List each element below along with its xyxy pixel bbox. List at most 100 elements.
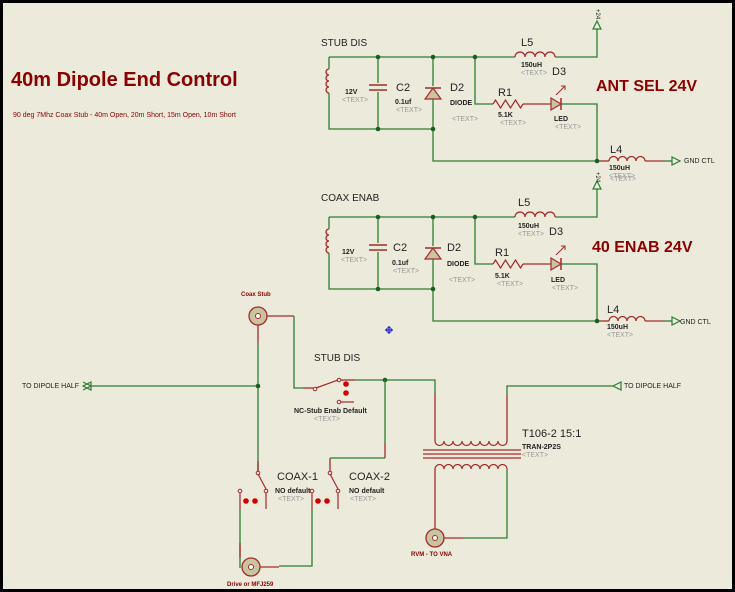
inductor-bottom-ref: L4: [607, 304, 620, 316]
wire: [561, 263, 598, 321]
inductor-symbol: [514, 211, 556, 218]
coil-placeholder: <TEXT>: [342, 97, 369, 104]
switch-contact: [309, 488, 315, 494]
junction-dot: [375, 214, 381, 220]
junction-dot: [594, 158, 600, 164]
coax2-placeholder: <TEXT>: [350, 496, 377, 503]
terminal-arrow-icon: [82, 381, 93, 391]
resistor-placeholder: <TEXT>: [497, 281, 524, 288]
relay-indicator-dot: [324, 498, 330, 504]
relay-coil-symbol: [325, 228, 330, 254]
diode-placeholder: <TEXT>: [449, 277, 476, 284]
wire: [432, 99, 597, 162]
diode-value: DIODE: [447, 261, 470, 268]
inductor-bottom-placeholder: <TEXT>: [609, 173, 636, 180]
left-terminal-label: TO DIPOLE HALF: [22, 383, 80, 390]
power-label: +24: [594, 9, 600, 20]
right-terminal-label: TO DIPOLE HALF: [624, 383, 682, 390]
led-symbol: [550, 256, 563, 272]
junction-dot: [430, 126, 436, 132]
led-symbol: [550, 96, 563, 112]
junction-dot: [594, 318, 600, 324]
resistor-symbol: [492, 98, 524, 110]
coax1-name: COAX-1: [277, 471, 318, 483]
junction-dot: [430, 286, 436, 292]
wire: [555, 189, 598, 218]
inductor-bottom-value: 150uH: [607, 324, 629, 331]
resistor-value: 5.1K: [495, 273, 510, 280]
schematic-subtitle: 90 deg 7Mhz Coax Stub - 40m Open, 20m Sh…: [13, 112, 236, 119]
junction-dot: [430, 214, 436, 220]
stub-switch-name: STUB DIS: [314, 353, 361, 364]
junction-dot: [255, 383, 261, 389]
capacitor-ref: C2: [396, 82, 411, 94]
coil-placeholder: <TEXT>: [341, 257, 368, 264]
led-value: LED: [551, 277, 565, 284]
coax-stub-label: Coax Stub: [241, 292, 271, 298]
resistor-value: 5.1K: [498, 112, 513, 119]
wire: [355, 379, 436, 393]
schematic-canvas[interactable]: 40m Dipole End Control 90 deg 7Mhz Coax …: [3, 3, 732, 589]
wire: [474, 57, 493, 105]
resistor-placeholder: <TEXT>: [500, 120, 527, 127]
wire: [463, 469, 508, 539]
led-light-arrow-icon: [555, 245, 566, 256]
stub-switch-placeholder: <TEXT>: [314, 416, 341, 423]
inductor-top-value: 150uH: [521, 62, 543, 69]
switch-contact: [263, 488, 269, 494]
diode-ref: D2: [447, 242, 462, 254]
capacitor-ref: C2: [393, 242, 408, 254]
wire: [432, 259, 597, 322]
resistor-ref: R1: [495, 247, 510, 259]
stub-switch-value: NC-Stub Enab Default: [294, 408, 367, 415]
junction-dot: [472, 214, 478, 220]
diode-placeholder: <TEXT>: [452, 116, 479, 123]
coil-value: 12V: [342, 249, 355, 256]
transformer-placeholder: <TEXT>: [522, 452, 549, 459]
inductor-bottom-ref: L4: [610, 144, 623, 156]
inductor-symbol: [608, 155, 646, 162]
transformer-value: TRAN-2P2S: [522, 444, 561, 451]
power-arrow-icon: [592, 19, 602, 30]
wire: [279, 509, 313, 567]
wire: [328, 253, 433, 290]
coax1-value: NO default: [275, 488, 311, 495]
power-label: +24: [594, 172, 600, 183]
wire: [555, 29, 598, 58]
switch-blade: [257, 473, 267, 490]
power-placeholder: <TEXT>: [610, 176, 637, 183]
inductor-symbol: [514, 51, 556, 58]
terminal-arrow-icon: [611, 381, 622, 391]
wire: [561, 103, 598, 161]
inductor-top-value: 150uH: [518, 223, 540, 230]
junction-dot: [375, 54, 381, 60]
inductor-bottom-value: 150uH: [609, 165, 631, 172]
wire: [328, 93, 433, 130]
inductor-bottom-placeholder: <TEXT>: [607, 332, 634, 339]
transformer-primary: [434, 440, 508, 447]
transformer-secondary: [434, 463, 508, 470]
coax-connector-pin: [255, 313, 261, 319]
resistor-ref: R1: [498, 87, 513, 99]
diode-ref: D2: [450, 82, 465, 94]
capacitor-value: 0.1uf: [395, 99, 412, 106]
inductor-top-ref: L5: [521, 37, 534, 49]
junction-dot: [472, 54, 478, 60]
switch-blade: [315, 379, 339, 389]
gnd-ctl-label: GND CTL: [680, 319, 711, 326]
origin-marker-icon: [386, 327, 392, 333]
diode-value: DIODE: [450, 100, 473, 107]
junction-dot: [430, 54, 436, 60]
inductor-top-placeholder: <TEXT>: [518, 231, 545, 238]
switch-contact: [336, 399, 342, 405]
led-placeholder: <TEXT>: [552, 285, 579, 292]
terminal-arrow-icon: [671, 156, 682, 166]
coil-value: 12V: [345, 89, 358, 96]
circuit-name: STUB DIS: [321, 38, 368, 49]
switch-contact: [336, 377, 342, 383]
relay-coil-symbol: [325, 68, 330, 94]
wire: [474, 217, 493, 265]
relay-indicator-dot: [343, 381, 349, 387]
inductor-top-placeholder: <TEXT>: [521, 70, 548, 77]
circuit-heading: ANT SEL 24V: [596, 78, 698, 95]
